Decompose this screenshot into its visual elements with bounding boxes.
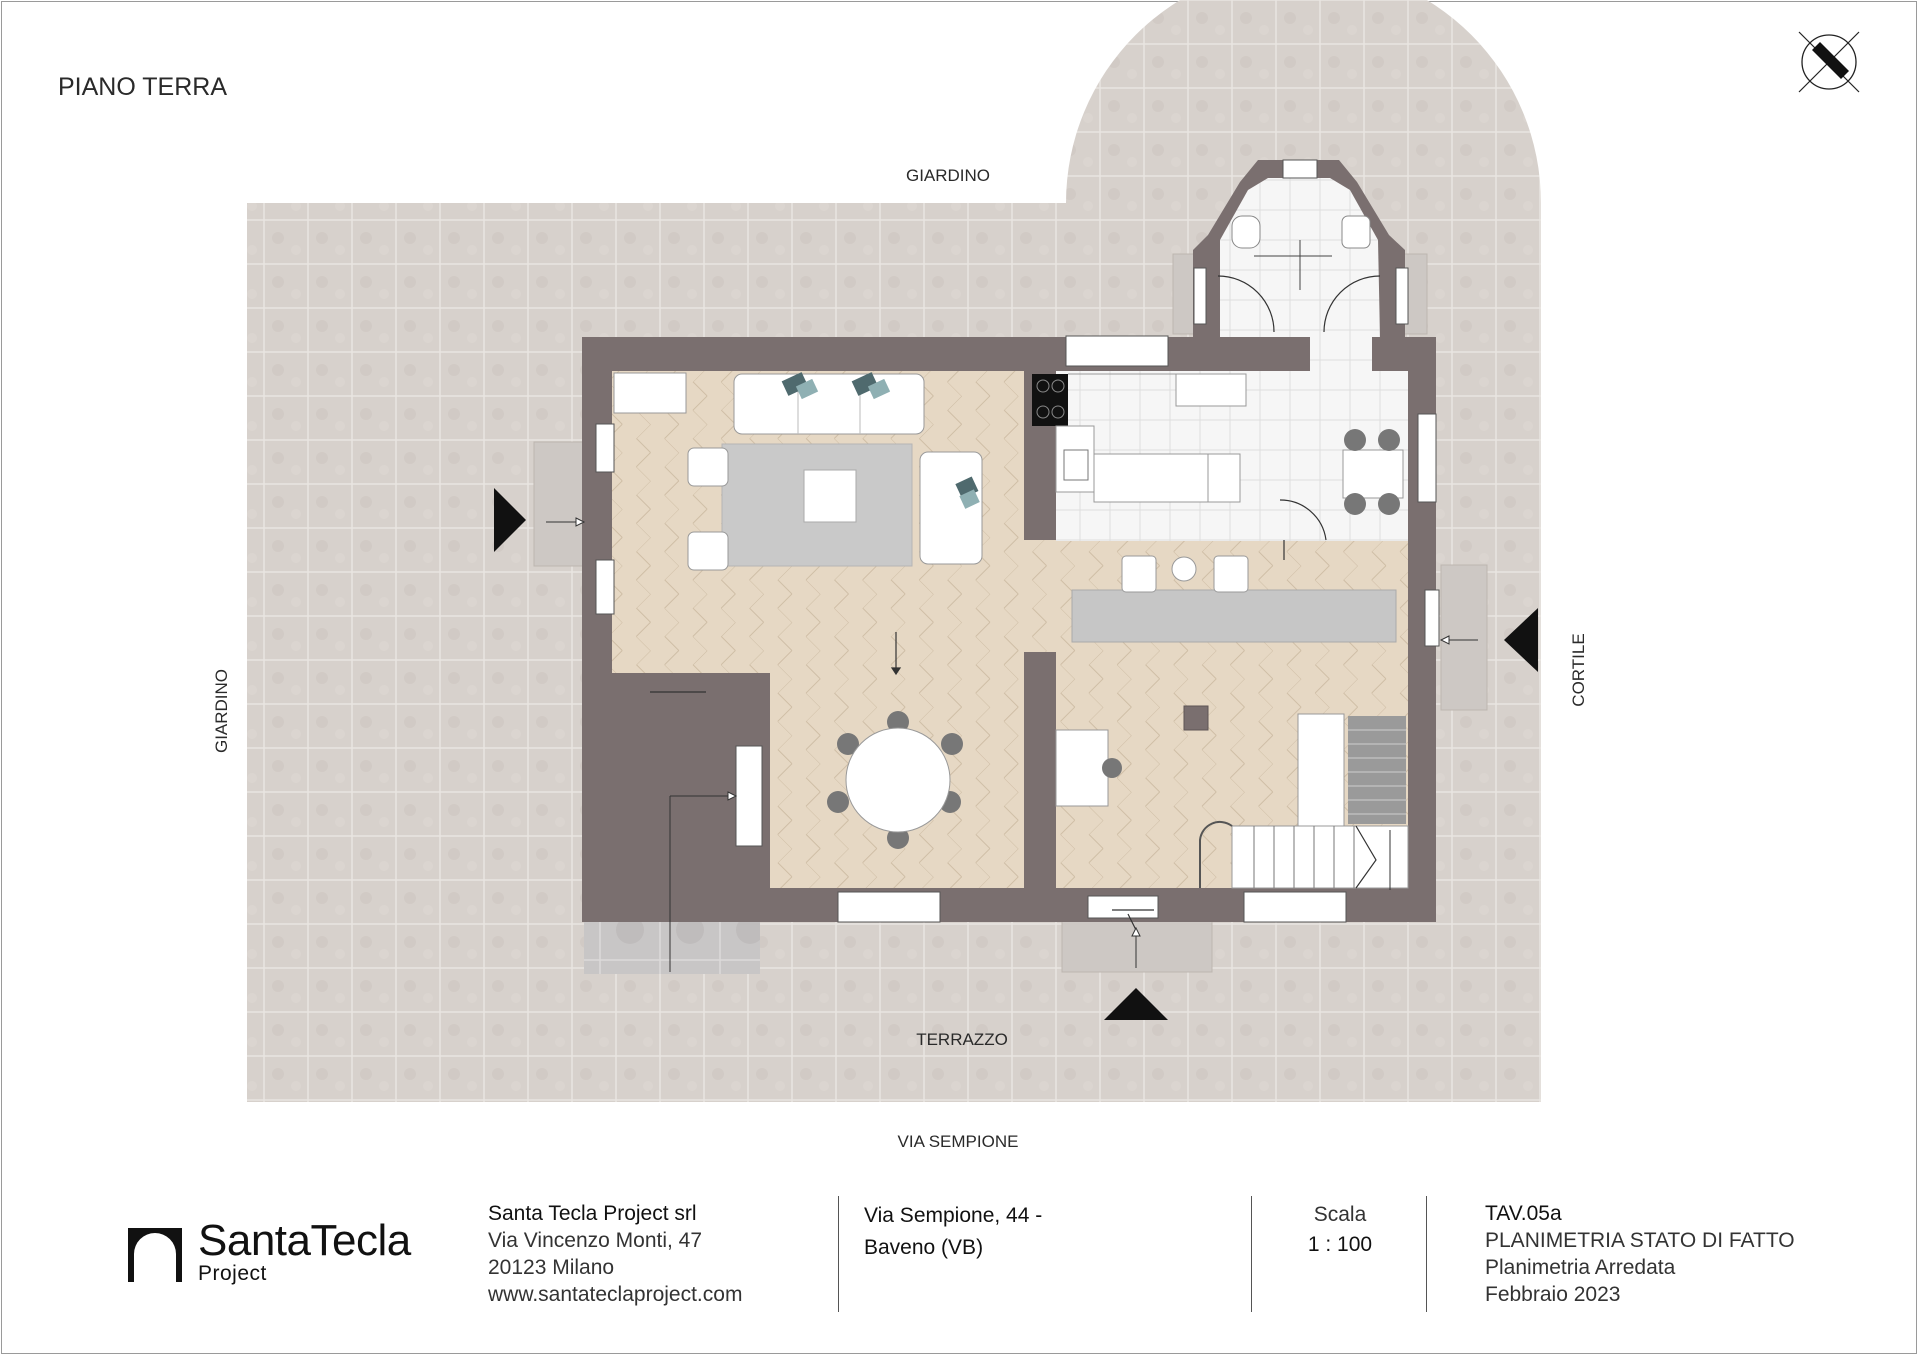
entrance-arrow-right xyxy=(1504,608,1538,672)
site-line-1: Via Sempione, 44 - xyxy=(864,1204,1043,1227)
entry-markers xyxy=(546,517,1478,972)
wc xyxy=(1231,215,1261,249)
label-giardino-left: GIARDINO xyxy=(212,669,231,753)
kitchen-island xyxy=(1071,589,1397,643)
sofa xyxy=(733,373,925,435)
label-via-sempione: VIA SEMPIONE xyxy=(898,1132,1019,1151)
separator-2 xyxy=(1251,1196,1252,1312)
entrance-arrow-left xyxy=(494,488,526,552)
cushion-3 xyxy=(851,372,879,396)
cushion-6 xyxy=(959,489,980,509)
drawing-title: PLANIMETRIA STATO DI FATTO xyxy=(1485,1229,1795,1252)
scale-label: Scala xyxy=(1313,1203,1367,1226)
separator-3 xyxy=(1426,1196,1427,1312)
round-table xyxy=(845,727,951,833)
living-furniture xyxy=(613,372,983,571)
coffee-table xyxy=(803,469,857,523)
company-website[interactable]: www.santateclaproject.com xyxy=(488,1283,743,1306)
kitchen-sink xyxy=(1063,449,1089,481)
windows xyxy=(595,159,1440,923)
entrance-arrow-bottom xyxy=(1104,988,1168,1020)
arch-logo-icon xyxy=(128,1224,182,1282)
label-cortile: CORTILE xyxy=(1569,633,1588,706)
staircase xyxy=(1199,716,1409,890)
drawing-subtitle: Planimetria Arredata xyxy=(1485,1256,1676,1279)
logo-subtitle: Project xyxy=(198,1262,267,1285)
scale-value: 1 : 100 xyxy=(1307,1233,1373,1256)
sideboard xyxy=(1297,713,1345,827)
company-city: 20123 Milano xyxy=(488,1256,615,1279)
armchair-1 xyxy=(687,447,729,487)
label-giardino-top: GIARDINO xyxy=(906,166,990,185)
drawing-date: Febbraio 2023 xyxy=(1485,1283,1621,1306)
cushion-2 xyxy=(795,378,819,400)
stool-2 xyxy=(1213,555,1249,593)
cushion-1 xyxy=(781,372,809,396)
bidet xyxy=(1341,215,1371,249)
floor-title: PIANO TERRA xyxy=(58,73,227,101)
cabinet xyxy=(613,372,687,414)
drawing-code: TAV.05a xyxy=(1485,1202,1562,1225)
sofa-side xyxy=(919,451,983,565)
site-address: Via Sempione, 44 - Baveno (VB) xyxy=(864,1200,1042,1264)
site-line-2: Baveno (VB) xyxy=(864,1236,984,1259)
drawing-info: TAV.05a PLANIMETRIA STATO DI FATTO Plani… xyxy=(1485,1200,1795,1308)
cushion-4 xyxy=(867,378,891,400)
kitchen-furniture xyxy=(1032,373,1404,643)
scale-info: Scala 1 : 100 xyxy=(1300,1200,1380,1260)
entry-pad-bottom xyxy=(1061,919,1213,973)
dining-table-small xyxy=(1342,449,1404,499)
column xyxy=(1183,705,1209,731)
separator-1 xyxy=(838,1196,839,1312)
company-street: Via Vincenzo Monti, 47 xyxy=(488,1229,703,1252)
stool-1 xyxy=(1121,555,1157,593)
company-name: Santa Tecla Project srl xyxy=(488,1202,697,1225)
desk xyxy=(1055,729,1109,807)
side-table xyxy=(1171,556,1197,582)
entrance-arrows xyxy=(494,488,1538,1020)
entry-pad-left xyxy=(533,441,585,567)
company-info: Santa Tecla Project srl Via Vincenzo Mon… xyxy=(488,1200,742,1308)
logo-name: SantaTecla xyxy=(198,1216,411,1265)
label-terrazzo: TERRAZZO xyxy=(916,1030,1008,1049)
north-arrow-icon xyxy=(1798,31,1860,93)
armchair-2 xyxy=(687,531,729,571)
door-swings xyxy=(650,275,1381,931)
dining-furniture xyxy=(827,705,1345,849)
bathroom-fixtures xyxy=(1231,215,1371,290)
